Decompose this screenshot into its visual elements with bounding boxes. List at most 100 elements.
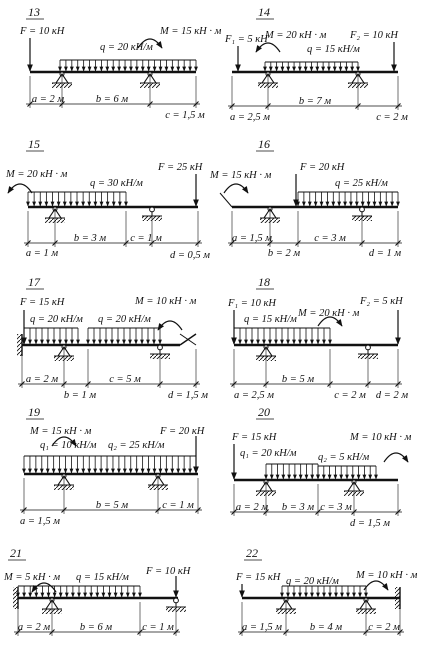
dimension-tick bbox=[229, 240, 235, 246]
dimension-tick bbox=[195, 240, 201, 246]
dimension-chain bbox=[230, 484, 402, 516]
problem-number: 13 bbox=[28, 5, 40, 19]
problem-number: 22 bbox=[246, 546, 258, 560]
moment-arrow bbox=[31, 582, 57, 593]
load-label: F = 20 кН bbox=[159, 426, 206, 437]
dimension-tick bbox=[315, 509, 321, 515]
problem-number: 21 bbox=[10, 546, 22, 560]
load-label: F₁ = 5 кН bbox=[224, 34, 269, 45]
dimension-tick bbox=[267, 240, 273, 246]
distributed-load bbox=[316, 465, 378, 480]
dimension-label: d = 1,5 м bbox=[168, 390, 208, 401]
dimension-tick bbox=[137, 629, 143, 635]
dimension-tick bbox=[61, 381, 67, 387]
load-label: q = 20 кН/м bbox=[100, 42, 153, 53]
load-label: F = 25 кН bbox=[157, 162, 204, 173]
load-label: q₁ = 20 кН/м bbox=[240, 448, 297, 459]
dimension-tick bbox=[363, 629, 369, 635]
dimension-tick bbox=[229, 103, 235, 109]
dimension-label: b = 1 м bbox=[64, 390, 96, 401]
moment-arrow bbox=[137, 38, 163, 49]
dimension-label: c = 3 м bbox=[320, 502, 352, 513]
load-label: F = 10 кН bbox=[145, 566, 192, 577]
dimension-tick bbox=[295, 240, 301, 246]
distributed-load bbox=[296, 191, 400, 207]
dimension-label: a = 1,5 м bbox=[242, 622, 282, 633]
dimension-tick bbox=[193, 381, 199, 387]
dimension-label: a = 2 м bbox=[18, 622, 50, 633]
load-label: q = 15 кН/м bbox=[76, 572, 129, 583]
distributed-load bbox=[22, 327, 80, 345]
problem-number: 18 bbox=[258, 275, 270, 289]
load-label: M = 10 кН · м bbox=[134, 296, 197, 307]
problem-number: 17 bbox=[28, 275, 41, 289]
dimension-tick bbox=[395, 103, 401, 109]
fixed-support bbox=[13, 587, 19, 609]
fixed-support bbox=[395, 587, 401, 609]
load-label: M = 20 кН · м bbox=[5, 169, 68, 180]
dimension-tick bbox=[85, 381, 91, 387]
dimension-tick bbox=[61, 507, 67, 513]
distributed-load bbox=[86, 327, 162, 345]
load-label: M = 10 кН · м bbox=[349, 432, 412, 443]
dimension-tick bbox=[25, 240, 31, 246]
distributed-load bbox=[26, 191, 128, 207]
load-label: q₂ = 25 кН/м bbox=[108, 440, 165, 451]
dimension-label: a = 2,5 м bbox=[234, 390, 274, 401]
dimension-tick bbox=[123, 240, 129, 246]
dimension-tick bbox=[21, 507, 27, 513]
distributed-load bbox=[232, 327, 332, 345]
dimension-tick bbox=[397, 629, 403, 635]
problem-number: 19 bbox=[28, 405, 40, 419]
dimension-tick bbox=[239, 629, 245, 635]
distributed-load bbox=[280, 585, 368, 598]
dimension-tick bbox=[149, 240, 155, 246]
dimension-tick bbox=[231, 509, 237, 515]
dimension-tick bbox=[327, 381, 333, 387]
load-label: M = 15 кН · м bbox=[159, 26, 222, 37]
dimension-chain bbox=[228, 76, 402, 110]
dimension-chain bbox=[20, 478, 202, 514]
dimension-tick bbox=[359, 240, 365, 246]
dimension-label: b = 6 м bbox=[80, 622, 112, 633]
dimension-tick bbox=[157, 381, 163, 387]
distributed-load bbox=[263, 61, 360, 72]
dimension-label: a = 1 м bbox=[26, 248, 58, 259]
dimension-tick bbox=[173, 629, 179, 635]
dimension-label: c = 1,5 м bbox=[165, 110, 205, 121]
problem-number: 20 bbox=[258, 405, 270, 419]
load-label: q = 20 кН/м bbox=[286, 576, 339, 587]
dimension-label: c = 1 м bbox=[162, 500, 194, 511]
dimension-label: b = 4 м bbox=[310, 622, 342, 633]
dimension-label: a = 2,5 м bbox=[230, 112, 270, 123]
wall-hatch bbox=[17, 334, 22, 356]
load-label: M = 15 кН · м bbox=[29, 426, 92, 437]
dimension-label: b = 5 м bbox=[96, 500, 128, 511]
dimension-label: d = 1,5 м bbox=[350, 518, 390, 529]
dimension-tick bbox=[15, 629, 21, 635]
load-label: F = 20 кН bbox=[299, 162, 346, 173]
dimension-tick bbox=[355, 103, 361, 109]
overhang-line bbox=[219, 192, 233, 208]
distributed-load bbox=[22, 455, 198, 474]
moment-arrow bbox=[51, 436, 77, 447]
dimension-tick bbox=[147, 101, 153, 107]
load-label: q = 20 кН/м bbox=[98, 314, 151, 325]
load-label: M = 20 кН · м bbox=[264, 30, 327, 41]
load-label: F = 15 кН bbox=[19, 297, 66, 308]
dimension-tick bbox=[395, 509, 401, 515]
load-label: M = 20 кН · м bbox=[297, 308, 360, 319]
load-label: q₂ = 5 кН/м bbox=[318, 452, 370, 463]
dimension-label: b = 2 м bbox=[268, 248, 300, 259]
dimension-tick bbox=[263, 381, 269, 387]
dimension-label: b = 7 м bbox=[299, 96, 331, 107]
dimension-label: c = 1 м bbox=[130, 233, 162, 244]
moment-arrow bbox=[363, 580, 389, 591]
dimension-tick bbox=[283, 629, 289, 635]
dimension-tick bbox=[27, 101, 33, 107]
load-label: F = 15 кН bbox=[231, 432, 278, 443]
moment-arrow bbox=[157, 320, 183, 331]
